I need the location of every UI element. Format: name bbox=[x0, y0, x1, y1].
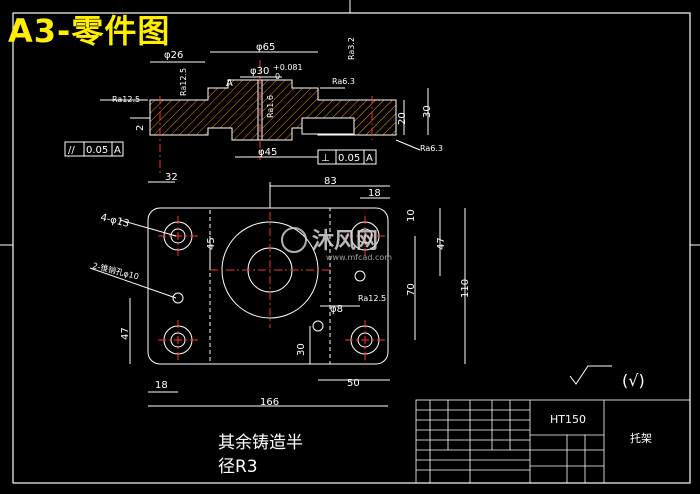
taper-pin-hole-1 bbox=[172, 292, 184, 304]
dim-110: 110 bbox=[460, 279, 471, 298]
callout-roughness: Ra12.5 bbox=[358, 294, 386, 303]
dim-phi26: φ26 bbox=[164, 50, 183, 61]
watermark-url: www.mfcad.com bbox=[326, 253, 392, 262]
dim-10: 10 bbox=[406, 209, 417, 222]
dim-tol-lower: 0 bbox=[275, 72, 280, 81]
dim-phi45: φ45 bbox=[258, 147, 277, 158]
front-view bbox=[100, 51, 429, 183]
hole-phi8 bbox=[312, 320, 324, 332]
roughness-top-right: Ra6.3 bbox=[332, 77, 355, 86]
svg-text://: // bbox=[68, 145, 75, 156]
dim-18-bottom: 18 bbox=[155, 380, 168, 391]
dim-50: 50 bbox=[347, 378, 360, 389]
part-name-label: 托架 bbox=[630, 431, 652, 445]
dim-32: 32 bbox=[165, 172, 178, 183]
roughness-note: (√) bbox=[622, 371, 645, 390]
svg-text:0.05: 0.05 bbox=[338, 153, 360, 164]
dim-70: 70 bbox=[406, 283, 417, 296]
watermark-brand: 沐风网 bbox=[312, 229, 378, 254]
callout-4-holes: 4-φ13 bbox=[99, 212, 130, 230]
dim-20: 20 bbox=[397, 112, 408, 125]
sheet-heading: A3-零件图 bbox=[8, 12, 171, 50]
dim-2: 2 bbox=[135, 125, 146, 131]
dim-phi65: φ65 bbox=[256, 42, 275, 53]
watermark: 沐风网 www.mfcad.com bbox=[281, 227, 392, 262]
callout-taper-pin: 2-锥销孔φ10 bbox=[92, 260, 140, 281]
dim-47-right: 47 bbox=[436, 237, 447, 250]
gdt-perpendicular: ⊥ 0.05 A bbox=[317, 149, 377, 165]
dim-30: 30 bbox=[422, 105, 433, 118]
dim-83: 83 bbox=[324, 176, 337, 187]
dim-45: 45 bbox=[206, 237, 217, 250]
title-block-text: HT150 托架 bbox=[550, 413, 652, 445]
dim-phi30: φ30 bbox=[250, 66, 269, 77]
svg-text:A: A bbox=[114, 145, 121, 156]
roughness-vertical: Ra12.5 bbox=[179, 68, 188, 96]
dim-tol-upper: +0.081 bbox=[273, 63, 303, 72]
callout-phi8: φ8 bbox=[330, 304, 343, 315]
svg-text:A: A bbox=[366, 153, 373, 164]
roughness-top: Ra3.2 bbox=[347, 37, 356, 60]
dim-166: 166 bbox=[260, 397, 279, 408]
roughness-bore: Ra1.6 bbox=[266, 95, 275, 118]
dim-30: 30 bbox=[296, 343, 307, 356]
plan-view bbox=[89, 182, 466, 407]
svg-text:0.05: 0.05 bbox=[86, 145, 108, 156]
relief-slot bbox=[301, 117, 355, 135]
material-label: HT150 bbox=[550, 413, 586, 426]
gdt-parallel: // 0.05 A bbox=[64, 141, 124, 157]
front-view-labels: φ65 φ26 φ30 +0.081 0 Ra6.3 Ra12.5 Ra1.6 … bbox=[64, 37, 443, 183]
default-roughness: (√) bbox=[569, 365, 645, 390]
svg-text:⊥: ⊥ bbox=[321, 153, 330, 164]
title-block bbox=[415, 399, 691, 484]
datum-a: A bbox=[226, 78, 233, 89]
note-line-1: 其余铸造半 bbox=[218, 433, 303, 453]
sheet-border bbox=[12, 12, 691, 484]
dim-18-top: 18 bbox=[368, 188, 381, 199]
dim-47-left: 47 bbox=[120, 327, 131, 340]
roughness-left: Ra12.5 bbox=[112, 95, 140, 104]
taper-pin-hole-2 bbox=[354, 270, 366, 282]
note-line-2: 径R3 bbox=[218, 457, 258, 477]
roughness-bottom: Ra6.3 bbox=[420, 144, 443, 153]
